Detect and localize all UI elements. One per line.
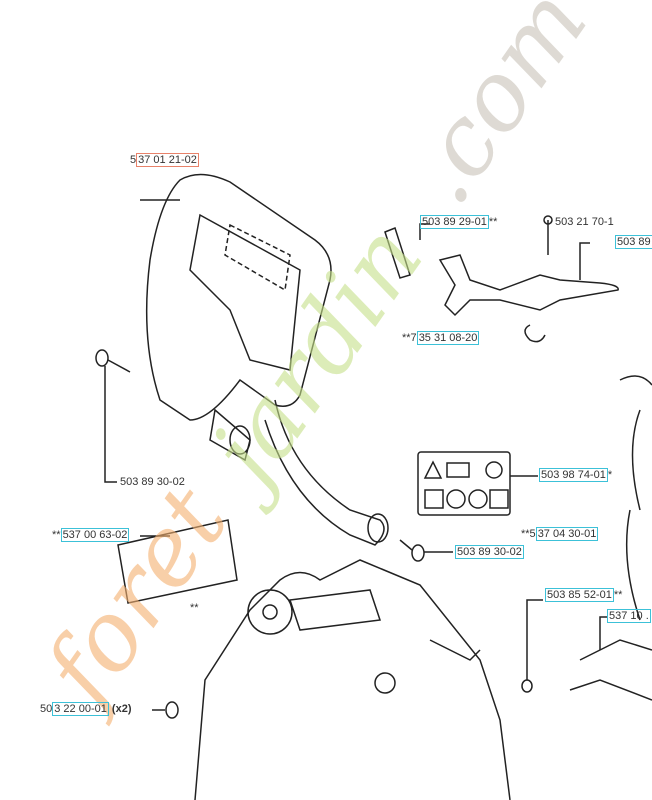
part-label[interactable]: **537 00 63-02	[52, 528, 130, 542]
part-label-text: 503 21 70-1	[555, 216, 614, 228]
part-label-text: 503 89 29-01	[420, 215, 489, 229]
brake-linkage	[384, 215, 619, 343]
part-label-text: **	[52, 529, 61, 541]
part-label-text: 503 98 74-01	[539, 468, 608, 482]
screws	[95, 349, 543, 719]
part-label[interactable]: 537 10 .	[607, 609, 651, 623]
part-label-text: 35 31 08-20	[416, 331, 480, 345]
crankcase-body	[194, 375, 652, 800]
part-label-text: **7	[402, 332, 417, 344]
part-label-text: 37 01 21-02	[136, 153, 199, 167]
part-label-text: 3 22 00-01	[52, 702, 109, 716]
part-label[interactable]: 503 98 74-01*	[539, 468, 613, 482]
part-label-text: *	[607, 469, 613, 481]
warning-decal	[417, 451, 538, 516]
part-label-text: **	[488, 216, 498, 228]
part-label-text: **5	[521, 528, 536, 540]
part-label-text: **	[190, 602, 199, 614]
chain-brake-arm	[209, 399, 389, 546]
part-label: **	[190, 602, 199, 615]
part-label-text: (x2)	[108, 703, 132, 715]
front-handle-guard	[140, 173, 332, 421]
part-label-text: 503 85 52-01	[545, 588, 614, 602]
part-label[interactable]: 503 89 30-02	[455, 545, 524, 559]
part-label[interactable]: 503 85 52-01**	[545, 588, 623, 602]
blank-decal	[117, 519, 238, 604]
part-label[interactable]: 503 89	[615, 235, 652, 249]
part-label-text: **	[613, 589, 623, 601]
part-label-text: 37 04 30-01	[535, 527, 599, 541]
part-label-text: 503 89 30-02	[455, 545, 524, 559]
part-label-text: 503 89 30-02	[120, 476, 185, 488]
part-label-text: 5	[130, 154, 137, 166]
part-label[interactable]: 503 89 29-01**	[420, 215, 498, 229]
part-label[interactable]: 503 89 30-02	[120, 476, 185, 489]
part-label-text: 537 10 .	[607, 609, 651, 623]
part-label-text: 537 00 63-02	[60, 528, 130, 542]
part-label[interactable]: 503 21 70-1	[555, 216, 614, 229]
part-label-text: 50	[40, 703, 53, 715]
part-label-text: 503 89	[615, 235, 652, 249]
